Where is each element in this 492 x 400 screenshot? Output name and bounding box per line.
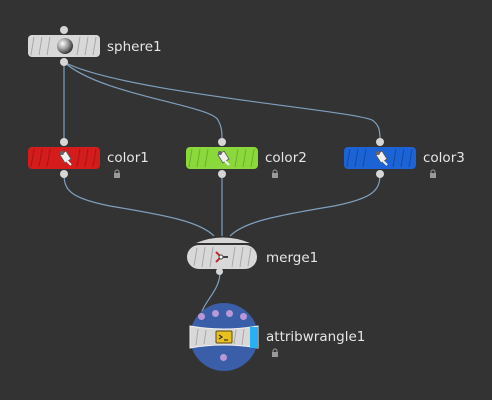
node-texture-stripes	[30, 148, 97, 168]
node-label[interactable]: color1	[107, 150, 149, 166]
input-connector[interactable]	[376, 138, 384, 146]
node-color1[interactable]: color1	[28, 138, 178, 182]
output-connector[interactable]	[216, 268, 223, 275]
node-label[interactable]: color3	[423, 150, 465, 166]
input-connector[interactable]	[60, 26, 68, 34]
input-connector[interactable]	[240, 313, 247, 320]
node-body[interactable]	[28, 35, 100, 57]
node-texture-stripes	[30, 36, 97, 56]
node-label[interactable]: merge1	[266, 250, 319, 266]
lock-icon[interactable]	[270, 348, 280, 358]
merge-icon	[215, 251, 228, 263]
output-connector[interactable]	[220, 354, 227, 361]
input-connector[interactable]	[212, 310, 219, 317]
wire-color1-merge1[interactable]	[63, 173, 215, 237]
node-texture-stripes	[346, 148, 413, 168]
wire-sphere1-color2[interactable]	[63, 61, 223, 141]
wire-sphere1-color3[interactable]	[63, 61, 381, 141]
node-color3[interactable]: color3	[344, 138, 492, 182]
input-connector[interactable]	[226, 310, 233, 317]
node-merge1[interactable]: merge1	[186, 232, 336, 278]
wire-color3-merge1[interactable]	[229, 173, 381, 237]
input-connector[interactable]	[218, 138, 226, 146]
node-attribwrangle1[interactable]: attribwrangle1	[186, 302, 376, 374]
input-connector[interactable]	[60, 138, 68, 146]
node-label[interactable]: attribwrangle1	[266, 329, 366, 345]
node-body[interactable]	[188, 324, 260, 350]
node-texture-stripes	[193, 246, 252, 268]
node-sphere1[interactable]: sphere1	[28, 26, 178, 66]
lock-icon[interactable]	[112, 169, 122, 179]
paint-bucket-icon	[59, 150, 72, 166]
node-label[interactable]: color2	[265, 150, 307, 166]
output-connector[interactable]	[60, 58, 68, 66]
output-connector[interactable]	[376, 170, 384, 178]
sphere-icon	[57, 38, 73, 54]
node-body[interactable]	[187, 245, 257, 269]
output-connector[interactable]	[218, 170, 226, 178]
node-body[interactable]	[186, 147, 258, 169]
paint-bucket-icon	[375, 150, 388, 166]
lock-icon[interactable]	[428, 169, 438, 179]
output-connector[interactable]	[60, 170, 68, 178]
wrangle-code-icon	[215, 330, 233, 344]
node-body[interactable]	[28, 147, 100, 169]
multi-input-connector[interactable]	[194, 234, 252, 244]
node-texture-stripes	[188, 148, 255, 168]
node-body[interactable]	[344, 147, 416, 169]
node-color2[interactable]: color2	[186, 138, 336, 182]
lock-icon[interactable]	[270, 169, 280, 179]
input-connector[interactable]	[198, 313, 205, 320]
paint-bucket-icon	[217, 150, 230, 166]
node-label[interactable]: sphere1	[107, 39, 162, 55]
